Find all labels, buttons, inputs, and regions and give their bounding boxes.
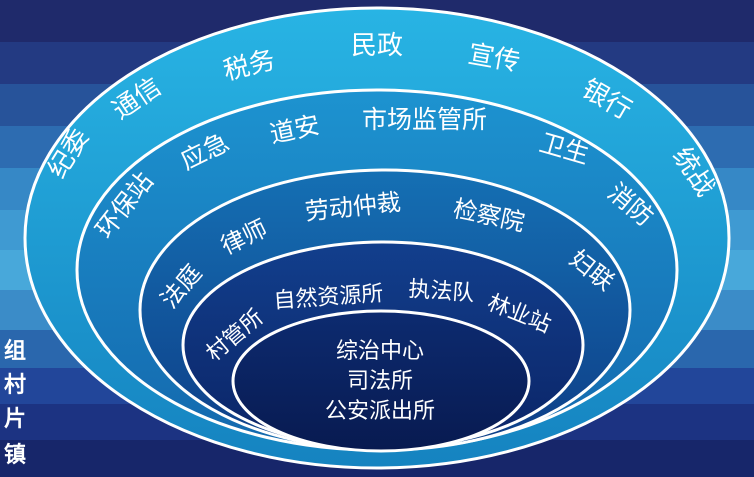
level-labels: 组 村 片 镇 [4, 338, 26, 468]
level-pian: 片 [4, 407, 26, 432]
label-zongzhi: 综治中心 [336, 339, 424, 364]
label-sifasuo: 司法所 [347, 369, 413, 394]
label-gongan: 公安派出所 [325, 399, 435, 424]
label-zhifadui: 执法队 [408, 277, 476, 307]
ring-core [231, 309, 531, 453]
level-zhen: 镇 [4, 443, 26, 468]
level-zu: 组 [4, 338, 26, 364]
level-cun: 村 [4, 373, 26, 398]
label-shichang: 市场监管所 [362, 105, 487, 134]
label-minzheng: 民政 [351, 31, 403, 61]
core-labels: 综治中心 司法所 公安派出所 [325, 339, 435, 424]
